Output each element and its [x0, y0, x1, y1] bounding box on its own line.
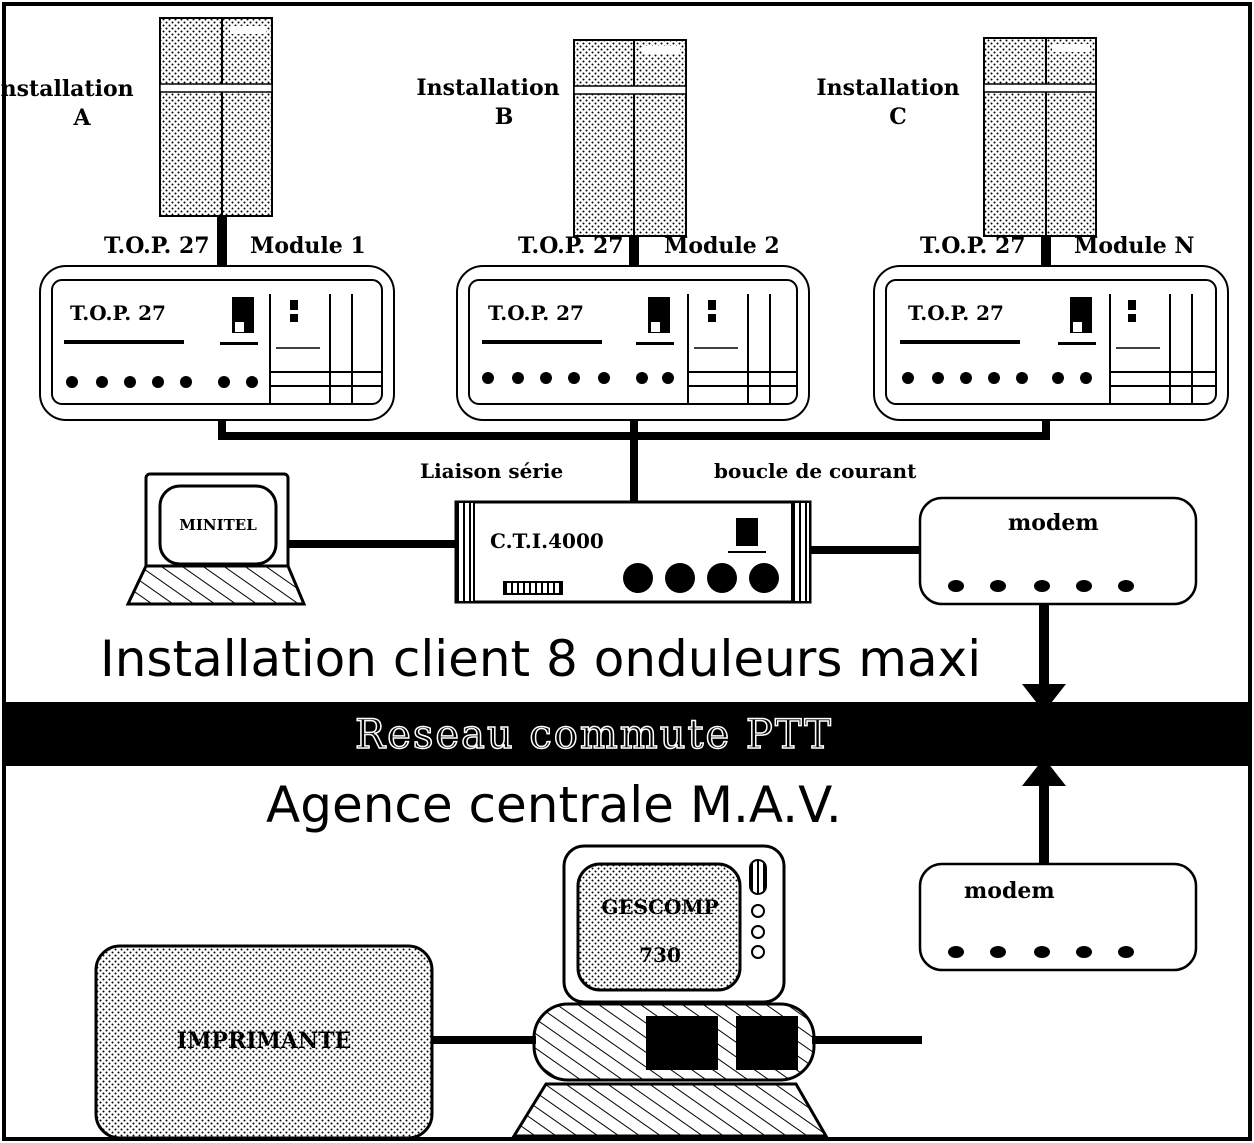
- liaison-serie-label: Liaison série: [420, 459, 563, 483]
- installation-b-module-label: Module 2: [664, 233, 780, 259]
- module-panel-c-title: T.O.P. 27: [908, 301, 1004, 325]
- installation-b-top-label: T.O.P. 27: [518, 233, 624, 259]
- installation-c-module-label: Module N: [1074, 233, 1195, 259]
- modem-top: modem: [918, 496, 1198, 606]
- modem-bottom: modem: [918, 862, 1198, 972]
- printer: IMPRIMANTE: [94, 944, 434, 1140]
- installation-c-top-label: T.O.P. 27: [920, 233, 1026, 259]
- installation-a-module-label: Module 1: [250, 233, 366, 259]
- installation-b: Installation B T.O.P. 27 Module 2 T.O.P.…: [416, 39, 810, 421]
- ptt-network-label: Reseau commute PTT: [355, 712, 833, 758]
- gescomp-computer: GESCOMP 730: [511, 844, 829, 1138]
- cabinet-b: [573, 39, 687, 237]
- cti-4000-unit: C.T.I.4000: [454, 500, 812, 604]
- installation-c: Installation C T.O.P. 27 Module N T.O.P.…: [816, 37, 1229, 421]
- ptt-link: [1022, 604, 1066, 866]
- boucle-courant-label: boucle de courant: [714, 459, 917, 483]
- cabinet-c: [983, 37, 1097, 237]
- ptt-network-band: [6, 702, 1248, 766]
- installation-a-label: Installation: [0, 76, 134, 102]
- minitel-label: MINITEL: [179, 516, 257, 534]
- cabinet-a: [159, 17, 273, 217]
- serial-bus: [218, 420, 1050, 502]
- installation-c-letter: C: [889, 104, 907, 130]
- installation-a: Installation A T.O.P. 27 Module 1 T.O.P.…: [0, 17, 395, 421]
- installation-b-letter: B: [495, 104, 514, 130]
- computer-label-2: 730: [639, 943, 681, 967]
- installation-a-top-label: T.O.P. 27: [104, 233, 210, 259]
- installation-b-label: Installation: [416, 75, 559, 101]
- minitel-terminal: MINITEL: [125, 472, 307, 606]
- client-installation-title: Installation client 8 onduleurs maxi: [100, 630, 981, 688]
- modem-top-label: modem: [1008, 510, 1099, 536]
- installation-c-label: Installation: [816, 75, 959, 101]
- installation-a-letter: A: [72, 105, 91, 131]
- cti-label: C.T.I.4000: [490, 529, 604, 553]
- computer-label-1: GESCOMP: [601, 895, 718, 919]
- agency-title: Agence centrale M.A.V.: [266, 776, 842, 834]
- module-panel-a-title: T.O.P. 27: [70, 301, 166, 325]
- module-panel-b-title: T.O.P. 27: [488, 301, 584, 325]
- printer-label: IMPRIMANTE: [177, 1028, 351, 1054]
- modem-bottom-label: modem: [964, 878, 1055, 904]
